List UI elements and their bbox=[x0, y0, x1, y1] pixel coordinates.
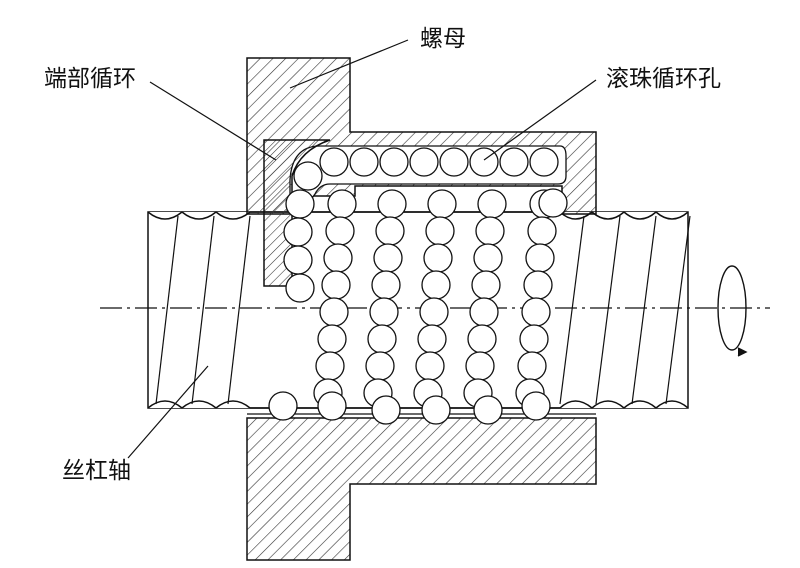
ball bbox=[421, 270, 451, 300]
ball bbox=[421, 395, 451, 425]
ball bbox=[473, 395, 503, 425]
ball bbox=[319, 147, 349, 177]
ball bbox=[293, 161, 323, 191]
nut-bottom-section bbox=[246, 417, 597, 561]
ball bbox=[519, 324, 549, 354]
shaft-bottom-thread bbox=[147, 400, 689, 409]
ball bbox=[469, 147, 499, 177]
thread-line bbox=[665, 215, 691, 405]
screw-shaft bbox=[147, 211, 691, 409]
ball bbox=[467, 324, 497, 354]
rotation-arrow-icon bbox=[717, 265, 748, 357]
ball bbox=[529, 147, 559, 177]
ball bbox=[315, 351, 345, 381]
thread-line bbox=[191, 215, 215, 405]
ball bbox=[285, 273, 315, 303]
ball bbox=[317, 324, 347, 354]
ball bbox=[415, 351, 445, 381]
ball bbox=[517, 351, 547, 381]
ball bbox=[325, 216, 355, 246]
ball bbox=[439, 147, 469, 177]
ball bbox=[419, 297, 449, 327]
label-ball-return-hole: 滚珠循环孔 bbox=[606, 66, 721, 92]
shaft-left-threads bbox=[155, 215, 251, 405]
ball bbox=[499, 147, 529, 177]
thread-line bbox=[227, 215, 251, 405]
leader-nut bbox=[289, 39, 409, 89]
ball bbox=[527, 216, 557, 246]
shaft-top-thread bbox=[147, 211, 689, 220]
ball bbox=[349, 147, 379, 177]
ball bbox=[377, 189, 407, 219]
ball bbox=[521, 391, 551, 421]
label-screw-shaft: 丝杠轴 bbox=[62, 458, 131, 484]
ball bbox=[323, 243, 353, 273]
ball bbox=[417, 324, 447, 354]
label-nut: 螺母 bbox=[420, 26, 466, 52]
ball bbox=[477, 189, 507, 219]
thread-line bbox=[631, 215, 657, 405]
thread-line bbox=[559, 215, 585, 405]
label-end-circulation: 端部循环 bbox=[44, 66, 136, 92]
shaft-outline bbox=[147, 211, 689, 409]
thread-line bbox=[595, 215, 621, 405]
leader-end-circulation bbox=[149, 81, 277, 161]
leader-lines bbox=[127, 39, 597, 459]
ball bbox=[268, 391, 298, 421]
ball bbox=[423, 243, 453, 273]
ball bbox=[285, 189, 315, 219]
ball bbox=[371, 395, 401, 425]
ball bbox=[409, 147, 439, 177]
ball bbox=[371, 270, 401, 300]
shaft-right-threads bbox=[559, 215, 691, 405]
ball bbox=[465, 351, 495, 381]
leader-ball-return bbox=[483, 79, 597, 161]
thread-line bbox=[155, 215, 179, 405]
ball bbox=[525, 243, 555, 273]
ball bbox=[379, 147, 409, 177]
ball bbox=[427, 189, 457, 219]
ball bbox=[425, 216, 455, 246]
ball bbox=[521, 297, 551, 327]
ball bbox=[319, 297, 349, 327]
leader-screw-shaft bbox=[127, 365, 209, 459]
ball bbox=[327, 189, 357, 219]
ball bbox=[375, 216, 405, 246]
ball bbox=[523, 270, 553, 300]
ball bbox=[317, 391, 347, 421]
ball bbox=[373, 243, 403, 273]
ball bbox=[473, 243, 503, 273]
ball bbox=[469, 297, 499, 327]
balls-group bbox=[268, 147, 568, 425]
ball bbox=[475, 216, 505, 246]
ball bbox=[321, 270, 351, 300]
ball bbox=[538, 188, 568, 218]
ball bbox=[365, 351, 395, 381]
ball bbox=[283, 245, 313, 275]
ball bbox=[367, 324, 397, 354]
ball bbox=[471, 270, 501, 300]
ball bbox=[369, 297, 399, 327]
ball bbox=[283, 217, 313, 247]
